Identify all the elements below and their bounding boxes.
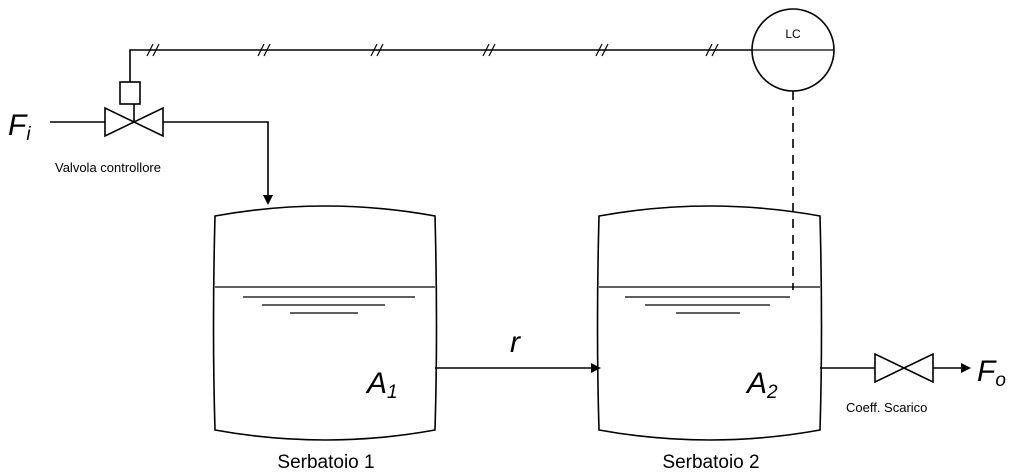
outlet-valve[interactable] [874, 352, 934, 384]
control-valve[interactable] [104, 81, 164, 138]
svg-text:Fo: Fo [977, 355, 1006, 391]
outlet-flow-label: Fo [977, 355, 1006, 391]
svg-text:A1: A1 [365, 367, 398, 403]
tank-2: A2 [596, 205, 823, 441]
tank-1: A1 [212, 205, 438, 441]
signal-hash-marks [146, 43, 719, 57]
inlet-flow-label: Fi [8, 109, 31, 145]
level-controller[interactable]: LC [751, 8, 835, 92]
svg-text:A2: A2 [745, 367, 778, 403]
controller-label: LC [785, 27, 801, 41]
flow-r-label: r [510, 326, 521, 359]
valve-label: Valvola controllore [55, 160, 161, 175]
inlet-pipe [50, 121, 273, 205]
svg-text:Fi: Fi [8, 109, 31, 145]
tank-1-caption: Serbatoio 1 [277, 452, 374, 473]
control-signal-line [129, 43, 752, 82]
tank-2-caption: Serbatoio 2 [662, 452, 759, 473]
outlet-valve-label: Coeff. Scarico [846, 400, 927, 415]
